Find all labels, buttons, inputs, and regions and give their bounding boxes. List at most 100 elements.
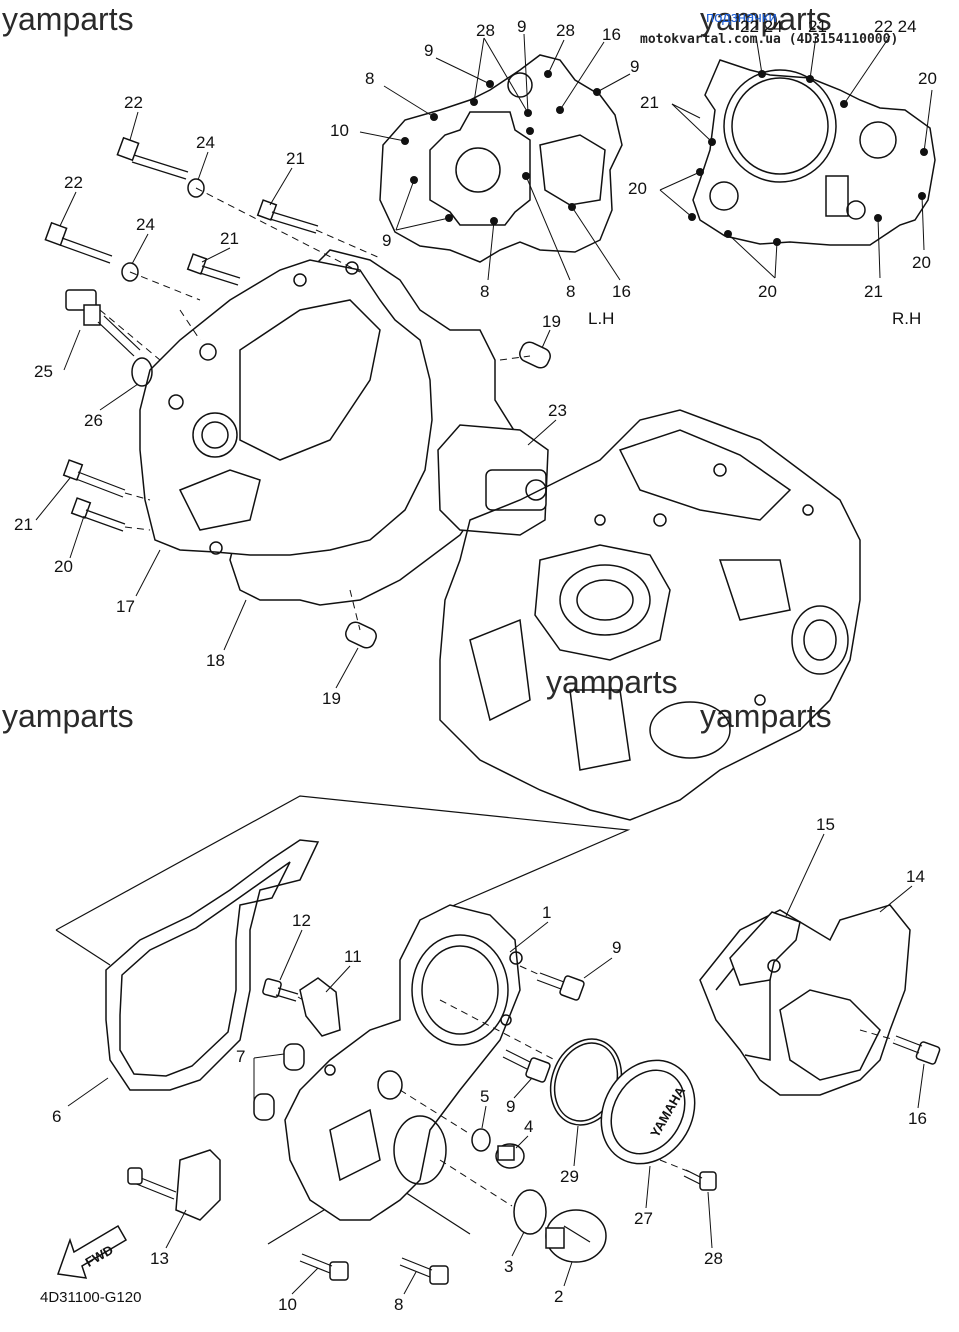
- inset-left-hand: 28 9 28 16 9 9 8 10 9 8 8 16 L.H: [330, 17, 639, 328]
- watermark-link[interactable]: подзначки: [706, 9, 777, 26]
- callout-lh-10: 10: [330, 121, 349, 140]
- callout-20: 20: [54, 557, 73, 576]
- callout-rh-21a: 21: [808, 17, 827, 36]
- rh-cylinder-bore-inner: [731, 77, 829, 175]
- watermark-center: yamparts: [546, 664, 678, 700]
- callout-4: 4: [524, 1117, 533, 1136]
- cover-1-rim-inner: [421, 945, 499, 1035]
- bolt-21-upper: [256, 199, 319, 234]
- align-line-24b: [129, 271, 201, 301]
- diagram-code: 4D31100-G120: [40, 1289, 141, 1306]
- crankcase-right-bearing-inner: [803, 619, 837, 661]
- callout-21c: 21: [14, 515, 33, 534]
- o-ring-26: [131, 357, 153, 387]
- rh-side-boss: [859, 121, 897, 159]
- lh-crankcase-outline: [379, 54, 623, 263]
- callout-3: 3: [504, 1257, 513, 1276]
- callout-lh-16a: 16: [602, 25, 621, 44]
- cover-1-small-bore: [377, 1070, 403, 1100]
- dowel-19-upper: [519, 341, 551, 369]
- align-line-24a: [195, 187, 361, 273]
- align-line-21b: [179, 309, 201, 341]
- plug-4: [495, 1143, 525, 1169]
- lh-top-boss: [507, 72, 533, 98]
- callout-14: 14: [906, 867, 925, 886]
- cover-17-oil-filler-inner: [201, 421, 229, 449]
- fwd-arrow-icon: FWD: [56, 1224, 128, 1279]
- watermark-mid-right: yamparts: [700, 698, 832, 734]
- cover-1-body: [284, 904, 521, 1221]
- side-label-left: L.H: [588, 309, 614, 328]
- cover-17-lower-rib: [178, 469, 261, 531]
- dowel-7-upper: [283, 1043, 305, 1071]
- lh-side-cavity: [539, 134, 606, 206]
- crankcase-bore-inner: [576, 579, 634, 621]
- callout-lh-9b: 9: [630, 57, 639, 76]
- callout-rh-21b: 21: [640, 93, 659, 112]
- callout-5: 5: [480, 1087, 489, 1106]
- crankcase-left-rib: [469, 618, 531, 722]
- cover-17-boss-c: [209, 541, 223, 555]
- callout-lh-8a: 8: [365, 69, 374, 88]
- crankcase-cover-17: [139, 259, 433, 556]
- callout-rh-21c: 21: [864, 282, 883, 301]
- callout-24a: 24: [196, 133, 215, 152]
- callout-9b: 9: [506, 1097, 515, 1116]
- callout-21a: 21: [286, 149, 305, 168]
- oil-plug-25: [65, 289, 141, 357]
- callout-23: 23: [548, 401, 567, 420]
- rh-crankcase-outline: [692, 59, 936, 246]
- rh-bolt-dots: [688, 70, 928, 246]
- callout-29: 29: [560, 1167, 579, 1186]
- callout-7: 7: [236, 1047, 245, 1066]
- dowel-7-lower: [253, 1093, 275, 1121]
- rh-leaders: [659, 35, 933, 279]
- bolt-16: [892, 1035, 941, 1065]
- cover-17-boss-a: [199, 343, 217, 361]
- callout-lh-9d: 9: [382, 231, 391, 250]
- callout-15: 15: [816, 815, 835, 834]
- watermark-top-left: yamparts: [2, 1, 134, 37]
- plug-2: [545, 1209, 607, 1263]
- callout-19b: 19: [322, 689, 341, 708]
- pump-23-shaft: [525, 479, 547, 501]
- gasket-6-inner: [119, 861, 291, 1077]
- bracket-13: [127, 1149, 221, 1221]
- callout-18: 18: [206, 651, 225, 670]
- crankcase-bore: [559, 564, 651, 636]
- o-ring-3: [513, 1189, 547, 1235]
- cap-cover-27: YAMAHA: [600, 1059, 696, 1165]
- cover-14-body: [699, 904, 911, 1096]
- bolt-8: [399, 1257, 449, 1285]
- bolt-20-left: [70, 497, 126, 532]
- callout-lh-16b: 16: [612, 282, 631, 301]
- bolt-28: [683, 1169, 717, 1191]
- clamp-11: [299, 977, 341, 1037]
- callout-8: 8: [394, 1295, 403, 1314]
- crankcase-top-face: [618, 429, 792, 521]
- crankcase-outline: [439, 409, 861, 821]
- callout-lh-28a: 28: [476, 21, 495, 40]
- align-line-21c: [124, 492, 151, 501]
- sprocket-cover-14: [699, 904, 911, 1096]
- cover-17-boss-b: [168, 394, 184, 410]
- bolt-12: [262, 978, 299, 1002]
- callout-25: 25: [34, 362, 53, 381]
- align-line-19a: [499, 355, 531, 361]
- bolt-22-upper: [116, 136, 189, 180]
- callout-21b: 21: [220, 229, 239, 248]
- bolt-21-mid: [186, 253, 241, 286]
- callout-6: 6: [52, 1107, 61, 1126]
- crankcase-lower-bore: [649, 701, 731, 759]
- cover-17-boss-d: [293, 273, 307, 287]
- cover-1-rim: [411, 934, 509, 1046]
- callout-rh-20b: 20: [628, 179, 647, 198]
- rh-small-hole: [846, 200, 866, 220]
- align-line-20: [124, 526, 151, 531]
- lh-gear-outline: [429, 111, 531, 226]
- crankcase-main: [439, 409, 861, 821]
- callout-24b: 24: [136, 215, 155, 234]
- crankcase-right-bearing: [791, 605, 849, 675]
- align-line-25: [99, 309, 161, 361]
